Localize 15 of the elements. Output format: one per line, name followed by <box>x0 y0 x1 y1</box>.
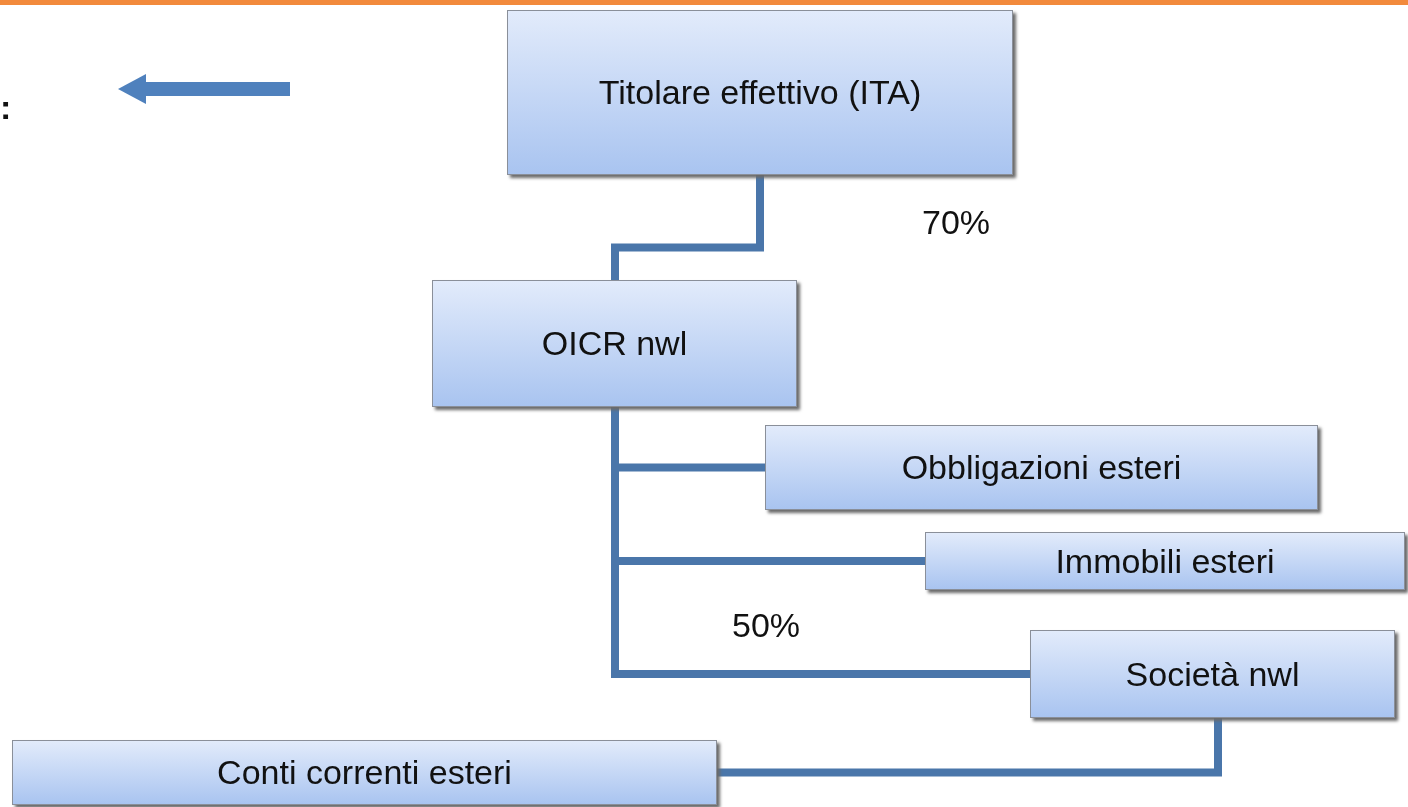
node-label: Obbligazioni esteri <box>901 447 1182 488</box>
node-label: Immobili esteri <box>1055 540 1275 582</box>
owner-box <box>507 10 1013 175</box>
node-label: Conti correnti esteri <box>217 752 512 793</box>
connector-line <box>611 175 764 280</box>
node-label: Titolare effettivo (ITA) <box>598 72 922 113</box>
connector-line <box>717 718 1222 777</box>
node-label: Società nwl <box>1125 653 1300 695</box>
asset-box <box>765 425 1318 510</box>
node-label: OICR nwl <box>541 323 688 364</box>
company-box <box>1030 630 1395 718</box>
account-box <box>12 740 717 805</box>
note-text: : <box>0 88 13 127</box>
fund-box <box>432 280 797 407</box>
asset-box <box>925 532 1405 590</box>
